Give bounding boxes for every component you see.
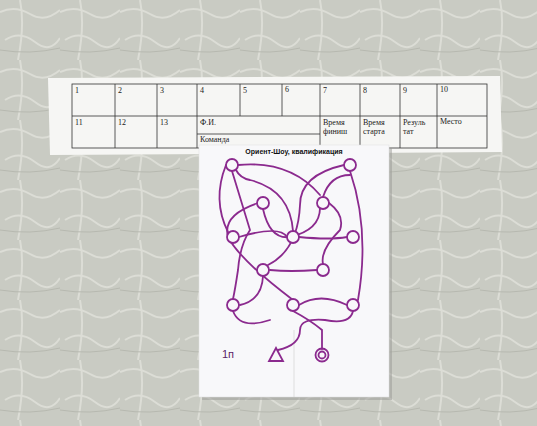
card-code: 1п [222,348,252,360]
table-cell-text: Резуль тат [403,119,436,137]
start-triangle [269,348,283,361]
table-cell-text: 4 [200,87,236,96]
table-cell-text: 1 [75,87,111,96]
paper-strip [48,76,502,155]
table-cell-text: 8 [363,87,397,96]
finish-outer [316,349,329,362]
table-cell-text: 3 [160,87,194,96]
table-cell-text: 2 [118,87,154,96]
control-circles [226,159,359,311]
table-cell-text: 13 [160,119,194,128]
card-fold [294,330,295,397]
table-cell-text: 5 [243,87,279,96]
table-cell-text: Время старта [363,119,399,137]
table-cell-text: Команда [200,136,260,145]
table-cell-text: 11 [75,119,111,128]
table-cell-text: Ф.И. [200,119,260,128]
table-cell-text: 12 [118,119,154,128]
table-cell-text: 10 [440,86,484,95]
table-cell-text: Место [440,118,484,127]
finish-inner [319,352,326,359]
card-title: Ориент-Шоу, квалификация [201,148,387,156]
table-cell-text: 7 [323,87,357,96]
control-card [199,145,389,397]
table-cell-text: Время финиш [323,119,359,137]
table-cell-text: 9 [403,87,435,96]
course-lines [219,164,362,350]
table-cell-text: 6 [285,86,317,95]
table-grid [72,84,487,148]
